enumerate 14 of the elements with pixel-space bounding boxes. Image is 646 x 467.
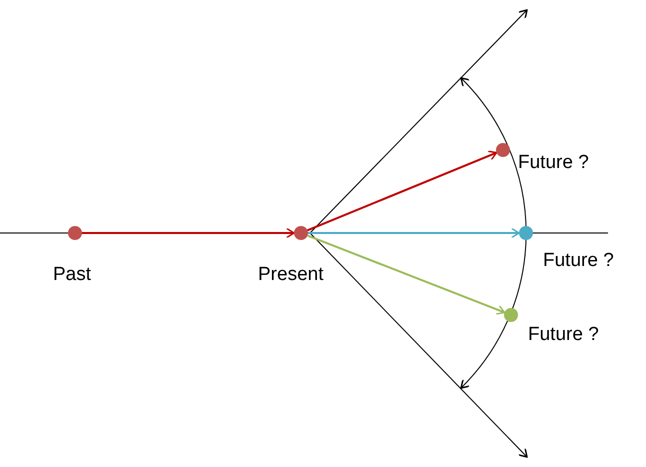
arrow — [308, 228, 520, 238]
node-caption: Past — [53, 264, 92, 286]
timeline-dot — [519, 226, 533, 240]
arrow — [307, 150, 498, 232]
timeline-dot — [504, 308, 518, 322]
timeline-dot — [496, 143, 510, 157]
node-caption: Future ? — [518, 152, 589, 174]
arrow — [82, 228, 295, 238]
timeline-dot — [68, 226, 82, 240]
arrow — [307, 234, 506, 315]
node-caption: Future ? — [528, 324, 599, 346]
node-caption: Present — [258, 264, 324, 286]
timeline-dot — [294, 226, 308, 240]
node-caption: Future ? — [543, 250, 614, 272]
